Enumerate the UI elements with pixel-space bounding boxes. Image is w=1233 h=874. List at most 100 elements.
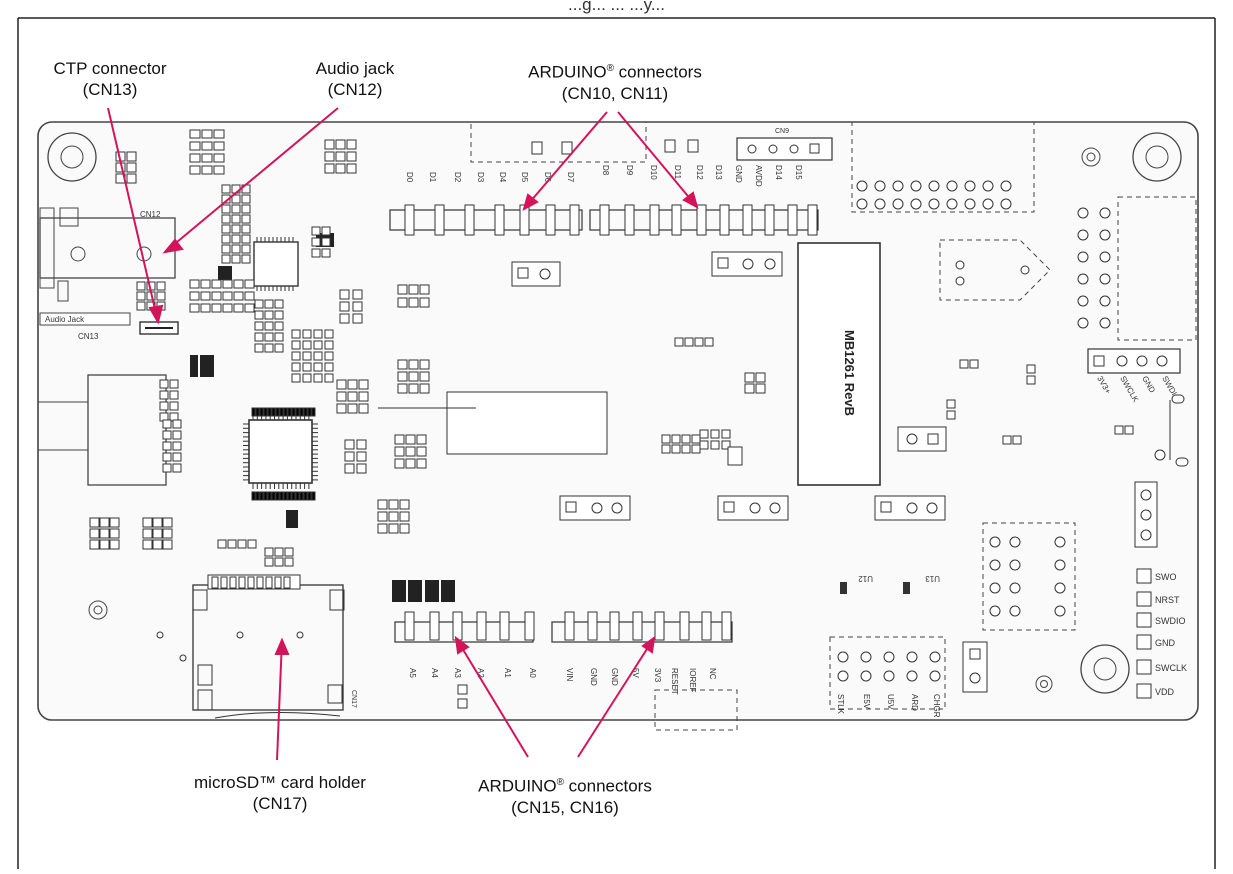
cn11-pin [464, 204, 475, 236]
cn11-pin-label: D5 [520, 172, 529, 183]
chip-pin [311, 491, 316, 501]
pin [1000, 180, 1012, 192]
smd-part [419, 383, 430, 394]
cn16-pin-label: A4 [430, 668, 439, 678]
dark-jumpers [190, 233, 455, 602]
smd-part [241, 204, 251, 214]
smd-part [419, 297, 430, 308]
smd-part [721, 429, 731, 439]
smd-part [691, 444, 701, 454]
smd-part [136, 291, 146, 301]
smd-part [561, 141, 573, 155]
smd-part [254, 343, 264, 353]
smd-part [661, 444, 671, 454]
cn10-pin-label: D10 [649, 165, 658, 180]
smd-part [1002, 435, 1012, 445]
smd-part [335, 139, 346, 150]
smd-part [109, 539, 120, 550]
pin [1099, 207, 1111, 219]
cn9-label: CN9 [775, 128, 789, 135]
chip-pin [283, 407, 288, 417]
smd-part [172, 463, 182, 473]
cn9-header [736, 137, 833, 161]
smd-part [274, 321, 284, 331]
smd-part [311, 237, 321, 247]
pin [1009, 536, 1021, 548]
smd-part [661, 434, 671, 444]
pin [883, 651, 895, 663]
smd-part [254, 332, 264, 342]
smd-part [397, 371, 408, 382]
smd-part [394, 446, 405, 457]
smd-part [99, 528, 110, 539]
smd-part [352, 313, 363, 324]
arduino-top-arrow-right [617, 111, 698, 208]
smd-part [162, 463, 172, 473]
cn15-pin [701, 611, 712, 641]
arduino-bottom-arrowhead-left [454, 635, 470, 655]
pin [860, 651, 872, 663]
smd-part [336, 391, 347, 402]
smd-part [254, 321, 264, 331]
smd-part [352, 289, 363, 300]
ctp-arrow-line [107, 107, 159, 323]
pin [856, 180, 868, 192]
bottom-right-pin-label: CHGR [932, 694, 941, 718]
smd-part [324, 373, 334, 383]
smd-part [136, 301, 146, 311]
bottom-right-pin-label: U5V [886, 694, 895, 710]
smd-part [109, 517, 120, 528]
smd-part [241, 224, 251, 234]
smd-part [213, 165, 225, 175]
smd-part [416, 446, 427, 457]
smd-part [313, 329, 323, 339]
swd-pin-pad [1136, 612, 1152, 628]
pin [946, 180, 958, 192]
pin [1054, 536, 1066, 548]
pin [1077, 251, 1089, 263]
smd-part [358, 379, 369, 390]
pin-block-bottom [837, 651, 941, 682]
smd-part [388, 511, 399, 522]
smd-part [254, 299, 264, 309]
smd-part [274, 557, 284, 567]
smd-part [241, 234, 251, 244]
qfp-chip-main [248, 241, 313, 484]
pin [928, 180, 940, 192]
cn10-pin-label: D13 [714, 165, 723, 180]
module-rev-label: MB1261 RevB [842, 330, 857, 416]
pin [946, 198, 958, 210]
smd-part [162, 517, 173, 528]
cn10-pin [649, 204, 660, 236]
smd-part [302, 340, 312, 350]
cn17-silk-label: CN17 [350, 690, 357, 708]
smd-part [152, 539, 163, 550]
sd-pin [256, 576, 264, 589]
smd-part [159, 379, 169, 389]
cn15-pin [679, 611, 690, 641]
smd-part [408, 359, 419, 370]
smd-part [159, 401, 169, 411]
bottom-header-pins [404, 611, 732, 641]
mounting-holes [47, 132, 1182, 694]
smd-part [744, 372, 755, 383]
smd-part [408, 371, 419, 382]
smd-part [231, 254, 241, 264]
smd-part [699, 440, 709, 450]
cn10-pin-label: AVDD [754, 165, 763, 187]
smd-part [377, 499, 388, 510]
chip-pin [295, 491, 300, 501]
jumpers [511, 251, 1158, 693]
smd-part [201, 165, 213, 175]
smd-part [231, 234, 241, 244]
cn10-pin [807, 204, 818, 236]
smd-part [721, 440, 731, 450]
swd-pin-label: SWDIO [1155, 616, 1186, 626]
pin [1099, 229, 1111, 241]
chip-pin [251, 491, 256, 501]
smd-part [687, 139, 699, 153]
smd-part [217, 539, 227, 549]
smd-part [152, 517, 163, 528]
pin [837, 651, 849, 663]
pin [883, 670, 895, 682]
